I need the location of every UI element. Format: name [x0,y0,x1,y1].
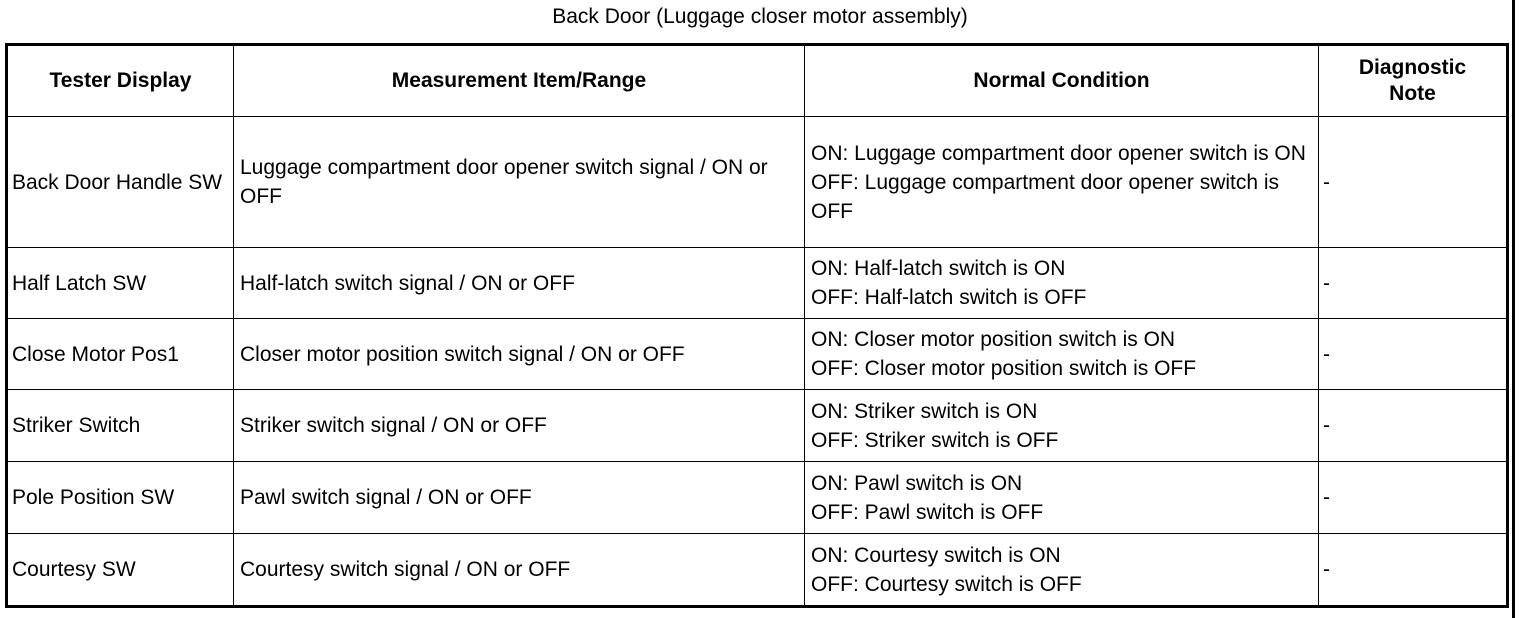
tester-display-cell: Pole Position SW [6,461,234,534]
normal-condition-cell: ON: Striker switch is ON OFF: Striker sw… [804,389,1319,462]
normal-condition-cell: ON: Half-latch switch is ON OFF: Half-la… [804,247,1319,319]
measurement-cell: Striker switch signal / ON or OFF [233,389,805,462]
normal-on-text: ON: Half-latch switch is ON [811,257,1066,280]
table-row: Courtesy SW Courtesy switch signal / ON … [6,533,1508,607]
normal-off-text: OFF: Luggage compartment door opener swi… [811,170,1280,223]
measurement-cell: Half-latch switch signal / ON or OFF [233,247,805,319]
diagnostic-note-cell: - [1318,318,1508,390]
measurement-cell: Courtesy switch signal / ON or OFF [233,533,805,607]
tester-display-cell: Striker Switch [6,389,234,462]
normal-on-text: ON: Closer motor position switch is ON [811,328,1176,351]
normal-off-text: OFF: Half-latch switch is OFF [811,286,1087,309]
normal-off-text: OFF: Closer motor position switch is OFF [811,357,1197,380]
normal-condition-cell: ON: Luggage compartment door opener swit… [804,116,1319,248]
normal-off-text: OFF: Courtesy switch is OFF [811,572,1082,596]
table-row: Pole Position SW Pawl switch signal / ON… [6,461,1508,534]
measurement-cell: Luggage compartment door opener switch s… [233,116,805,248]
table-row: Back Door Handle SW Luggage compartment … [6,116,1508,248]
normal-condition-cell: ON: Closer motor position switch is ON O… [804,318,1319,390]
header-normal-condition: Normal Condition [804,44,1319,117]
table-row: Close Motor Pos1 Closer motor position s… [6,318,1508,390]
tester-display-cell: Half Latch SW [6,247,234,319]
header-measurement-item: Measurement Item/Range [233,44,805,117]
measurement-cell: Pawl switch signal / ON or OFF [233,461,805,534]
page-edge-rule [1512,0,1515,618]
diagnostic-note-cell: - [1318,247,1508,319]
normal-on-text: ON: Luggage compartment door opener swit… [811,141,1306,165]
header-tester-display: Tester Display [6,44,234,117]
tester-display-cell: Courtesy SW [6,533,234,607]
tester-display-cell: Close Motor Pos1 [6,318,234,390]
tester-display-cell: Back Door Handle SW [6,116,234,248]
normal-condition-cell: ON: Courtesy switch is ON OFF: Courtesy … [804,533,1319,607]
normal-off-text: OFF: Striker switch is OFF [811,428,1059,452]
normal-off-text: OFF: Pawl switch is OFF [811,500,1044,524]
table-header-row: Tester Display Measurement Item/Range No… [6,44,1508,117]
normal-on-text: ON: Striker switch is ON [811,399,1038,423]
data-list-table: Tester Display Measurement Item/Range No… [5,43,1509,608]
diagnostic-note-cell: - [1318,389,1508,462]
normal-condition-cell: ON: Pawl switch is ON OFF: Pawl switch i… [804,461,1319,534]
diagnostic-note-cell: - [1318,461,1508,534]
measurement-cell: Closer motor position switch signal / ON… [233,318,805,390]
normal-on-text: ON: Pawl switch is ON [811,471,1023,495]
table-row: Striker Switch Striker switch signal / O… [6,389,1508,462]
header-diagnostic-note-label: Diagnostic Note [1358,56,1467,105]
diagnostic-note-cell: - [1318,116,1508,248]
header-diagnostic-note: Diagnostic Note [1318,44,1508,117]
table-caption: Back Door (Luggage closer motor assembly… [552,5,968,28]
normal-on-text: ON: Courtesy switch is ON [811,543,1061,567]
diagnostic-note-cell: - [1318,533,1508,607]
table-row: Half Latch SW Half-latch switch signal /… [6,247,1508,319]
